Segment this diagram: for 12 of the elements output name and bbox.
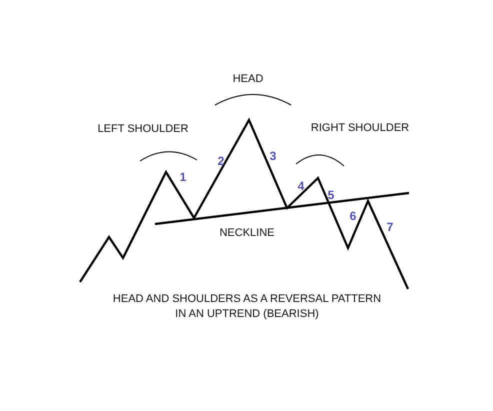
- neckline-label: NECKLINE: [219, 227, 275, 239]
- step-number: 2: [218, 154, 224, 168]
- step-number: 4: [298, 179, 304, 193]
- step-number: 6: [350, 209, 356, 223]
- pattern-label: LEFT SHOULDER: [98, 123, 188, 135]
- caption: HEAD AND SHOULDERS AS A REVERSAL PATTERN IN AN UPTREND (BEARISH): [112, 292, 382, 321]
- step-number: 3: [270, 149, 276, 163]
- pattern-label: HEAD: [232, 73, 264, 85]
- step-number: 1: [180, 170, 186, 184]
- step-number: 5: [328, 188, 334, 202]
- pattern-label: RIGHT SHOULDER: [310, 122, 410, 134]
- step-number: 7: [386, 220, 394, 234]
